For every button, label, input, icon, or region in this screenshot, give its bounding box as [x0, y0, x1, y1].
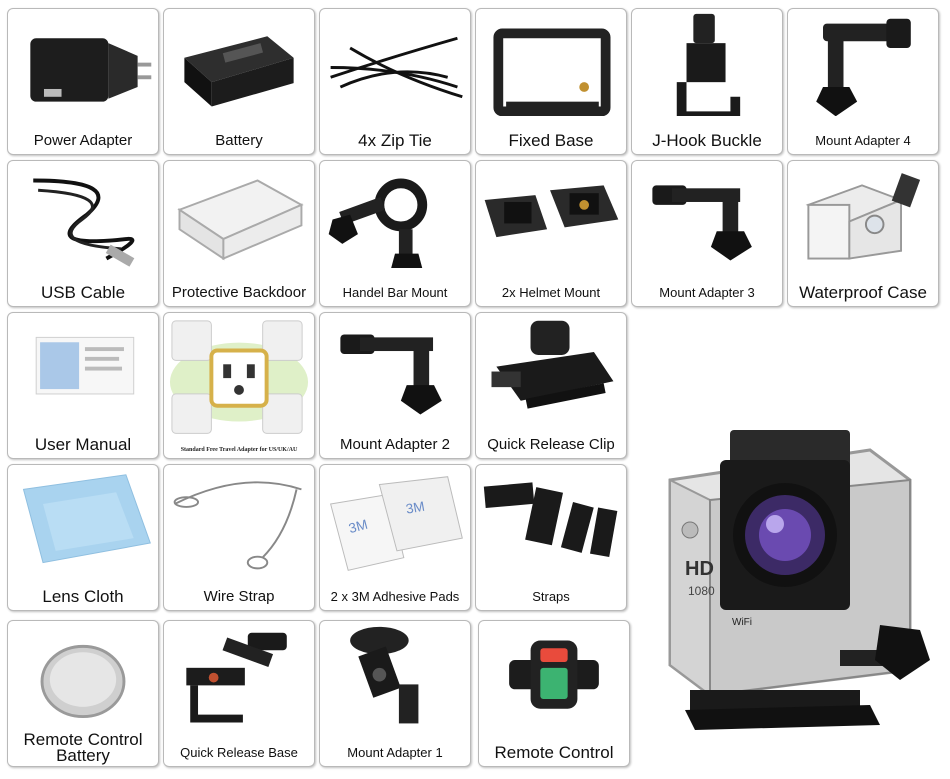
item-adhesive-pads: 3M 3M 2 x 3M Adhesive Pads: [319, 464, 471, 611]
mount-adapter-3-icon: [652, 185, 752, 261]
item-usb-cable: USB Cable: [7, 160, 159, 307]
svg-text:3M: 3M: [405, 499, 426, 517]
item-fixed-base: Fixed Base: [475, 8, 627, 155]
item-label: J-Hook Buckle: [652, 131, 762, 150]
handlebar-mount-icon: [328, 178, 428, 269]
item-remote-control-battery: Remote Control Battery: [7, 620, 159, 767]
item-label: Waterproof Case: [799, 283, 927, 302]
item-label: Wire Strap: [203, 588, 275, 605]
item-label: Remote Control Battery: [8, 730, 158, 765]
item-waterproof-case: Waterproof Case: [787, 160, 939, 307]
battery-icon: [184, 36, 294, 107]
remote-control-icon: [509, 640, 599, 709]
camera-wifi-label: WiFi: [732, 617, 752, 628]
user-manual-icon: [35, 336, 135, 395]
item-mount-adapter-4: Mount Adapter 4: [787, 8, 939, 155]
item-label: Protective Backdoor: [171, 284, 307, 301]
item-wire-strap: Wire Strap: [163, 464, 315, 611]
item-label: Mount Adapter 3: [659, 285, 755, 300]
item-label: Mount Adapter 2: [339, 436, 451, 453]
svg-text:3M: 3M: [347, 517, 369, 536]
item-label: Mount Adapter 4: [815, 133, 911, 148]
quick-release-base-icon: [186, 632, 287, 723]
item-label: Remote Control: [494, 743, 614, 762]
travel-adapter-caption: Standard Free Travel Adapter for US/UK/A…: [180, 447, 298, 453]
item-label: User Manual: [34, 435, 132, 454]
mount-adapter-1-icon: [350, 626, 419, 724]
wire-strap-icon: [173, 481, 302, 570]
mount-adapter-4-icon: [816, 18, 911, 117]
item-mount-adapter-3: Mount Adapter 3: [631, 160, 783, 307]
mount-adapter-2-icon: [340, 334, 442, 415]
quick-release-clip-icon: [491, 320, 614, 409]
waterproof-case-icon: [805, 173, 921, 260]
item-label: Lens Cloth: [42, 587, 124, 606]
item-quick-release-clip: Quick Release Clip: [475, 312, 627, 459]
item-label: Quick Release Base: [180, 745, 298, 760]
item-label: Power Adapter: [33, 132, 133, 149]
item-label: 4x Zip Tie: [358, 131, 432, 150]
item-handlebar-mount: Handel Bar Mount: [319, 160, 471, 307]
coin-battery-icon: [40, 644, 126, 719]
item-helmet-mount: 2x Helmet Mount: [475, 160, 627, 307]
item-protective-backdoor: Protective Backdoor: [163, 160, 315, 307]
item-mount-adapter-2: Mount Adapter 2: [319, 312, 471, 459]
protective-backdoor-icon: [177, 179, 304, 261]
lens-cloth-icon: [22, 474, 151, 564]
power-adapter-icon: [30, 38, 152, 102]
item-power-adapter: Power Adapter: [7, 8, 159, 155]
travel-adapter-icon: [169, 320, 309, 434]
camera-badge: HD: [685, 558, 714, 580]
item-mount-adapter-1: Mount Adapter 1: [319, 620, 471, 767]
item-label: USB Cable: [40, 283, 126, 302]
fixed-base-icon: [493, 28, 611, 117]
zip-tie-icon: [330, 36, 463, 99]
item-remote-control: Remote Control: [478, 620, 630, 767]
item-user-manual: User Manual: [7, 312, 159, 459]
item-label: Handel Bar Mount: [342, 285, 448, 300]
item-straps: Straps: [475, 464, 627, 611]
item-quick-release-base: Quick Release Base: [163, 620, 315, 767]
item-label: Battery: [215, 132, 263, 149]
adhesive-pads-icon: 3M 3M: [330, 476, 463, 571]
item-travel-adapter: Standard Free Travel Adapter for US/UK/A…: [163, 312, 315, 459]
item-label: Fixed Base: [508, 131, 594, 150]
item-zip-tie: 4x Zip Tie: [319, 8, 471, 155]
item-label: Straps: [532, 589, 570, 604]
item-label-line-2: Battery: [56, 746, 110, 765]
item-j-hook-buckle: J-Hook Buckle: [631, 8, 783, 155]
item-label-line-1: Remote Control: [23, 730, 143, 749]
item-label: 2x Helmet Mount: [501, 285, 601, 300]
action-camera-icon: HD 1080 WiFi: [668, 430, 930, 730]
item-label: 2 x 3M Adhesive Pads: [330, 589, 460, 604]
usb-cable-icon: [33, 178, 135, 267]
item-battery: Battery: [163, 8, 315, 155]
camera-resolution: 1080: [688, 584, 715, 598]
item-lens-cloth: Lens Cloth: [7, 464, 159, 611]
item-label: Quick Release Clip: [487, 436, 615, 453]
j-hook-buckle-icon: [676, 13, 741, 117]
helmet-mount-icon: [484, 185, 619, 238]
item-label: Mount Adapter 1: [347, 745, 443, 760]
straps-icon: [483, 482, 618, 558]
